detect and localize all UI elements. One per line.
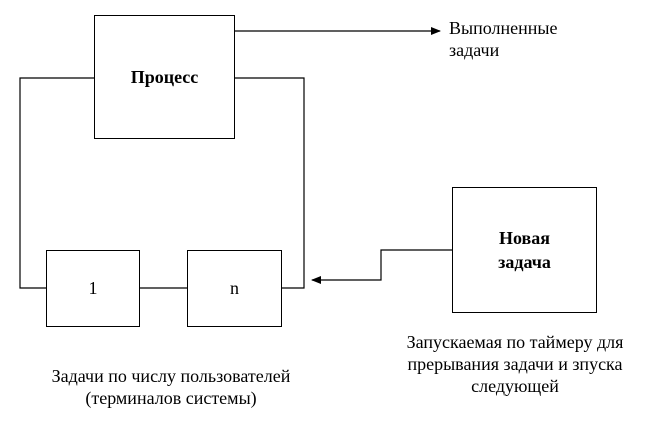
queue-caption-line2: (терминалов системы) <box>85 388 257 408</box>
new-task-line1: Новая <box>498 228 550 248</box>
completed-line1: Выполненные <box>449 18 558 38</box>
new-task-caption-line3: следующей <box>471 376 559 396</box>
completed-tasks-label: Выполненные задачи <box>449 17 557 61</box>
new-task-box: Новая задача <box>452 187 597 313</box>
queue-caption: Задачи по числу пользователей (терминало… <box>16 365 326 409</box>
new-task-line2: задача <box>498 252 551 272</box>
loop-right-connector <box>235 77 305 289</box>
completed-line2: задачи <box>449 40 500 60</box>
new-task-arrow <box>311 249 452 284</box>
queue-task-first: 1 <box>46 250 140 327</box>
new-task-caption-line1: Запускаемая по таймеру для <box>406 332 624 352</box>
queue-caption-line1: Задачи по числу пользователей <box>51 366 291 386</box>
new-task-caption: Запускаемая по таймеру для прерывания за… <box>372 331 658 397</box>
queue-task-last-label: n <box>230 278 239 298</box>
loop-left-connector <box>19 77 94 289</box>
process-title: Процесс <box>130 67 199 87</box>
process-box: Процесс <box>94 15 235 139</box>
queue-task-first-label: 1 <box>88 278 98 298</box>
new-task-caption-line2: прерывания задачи и зпуска <box>407 354 623 374</box>
queue-task-last: n <box>187 250 282 327</box>
